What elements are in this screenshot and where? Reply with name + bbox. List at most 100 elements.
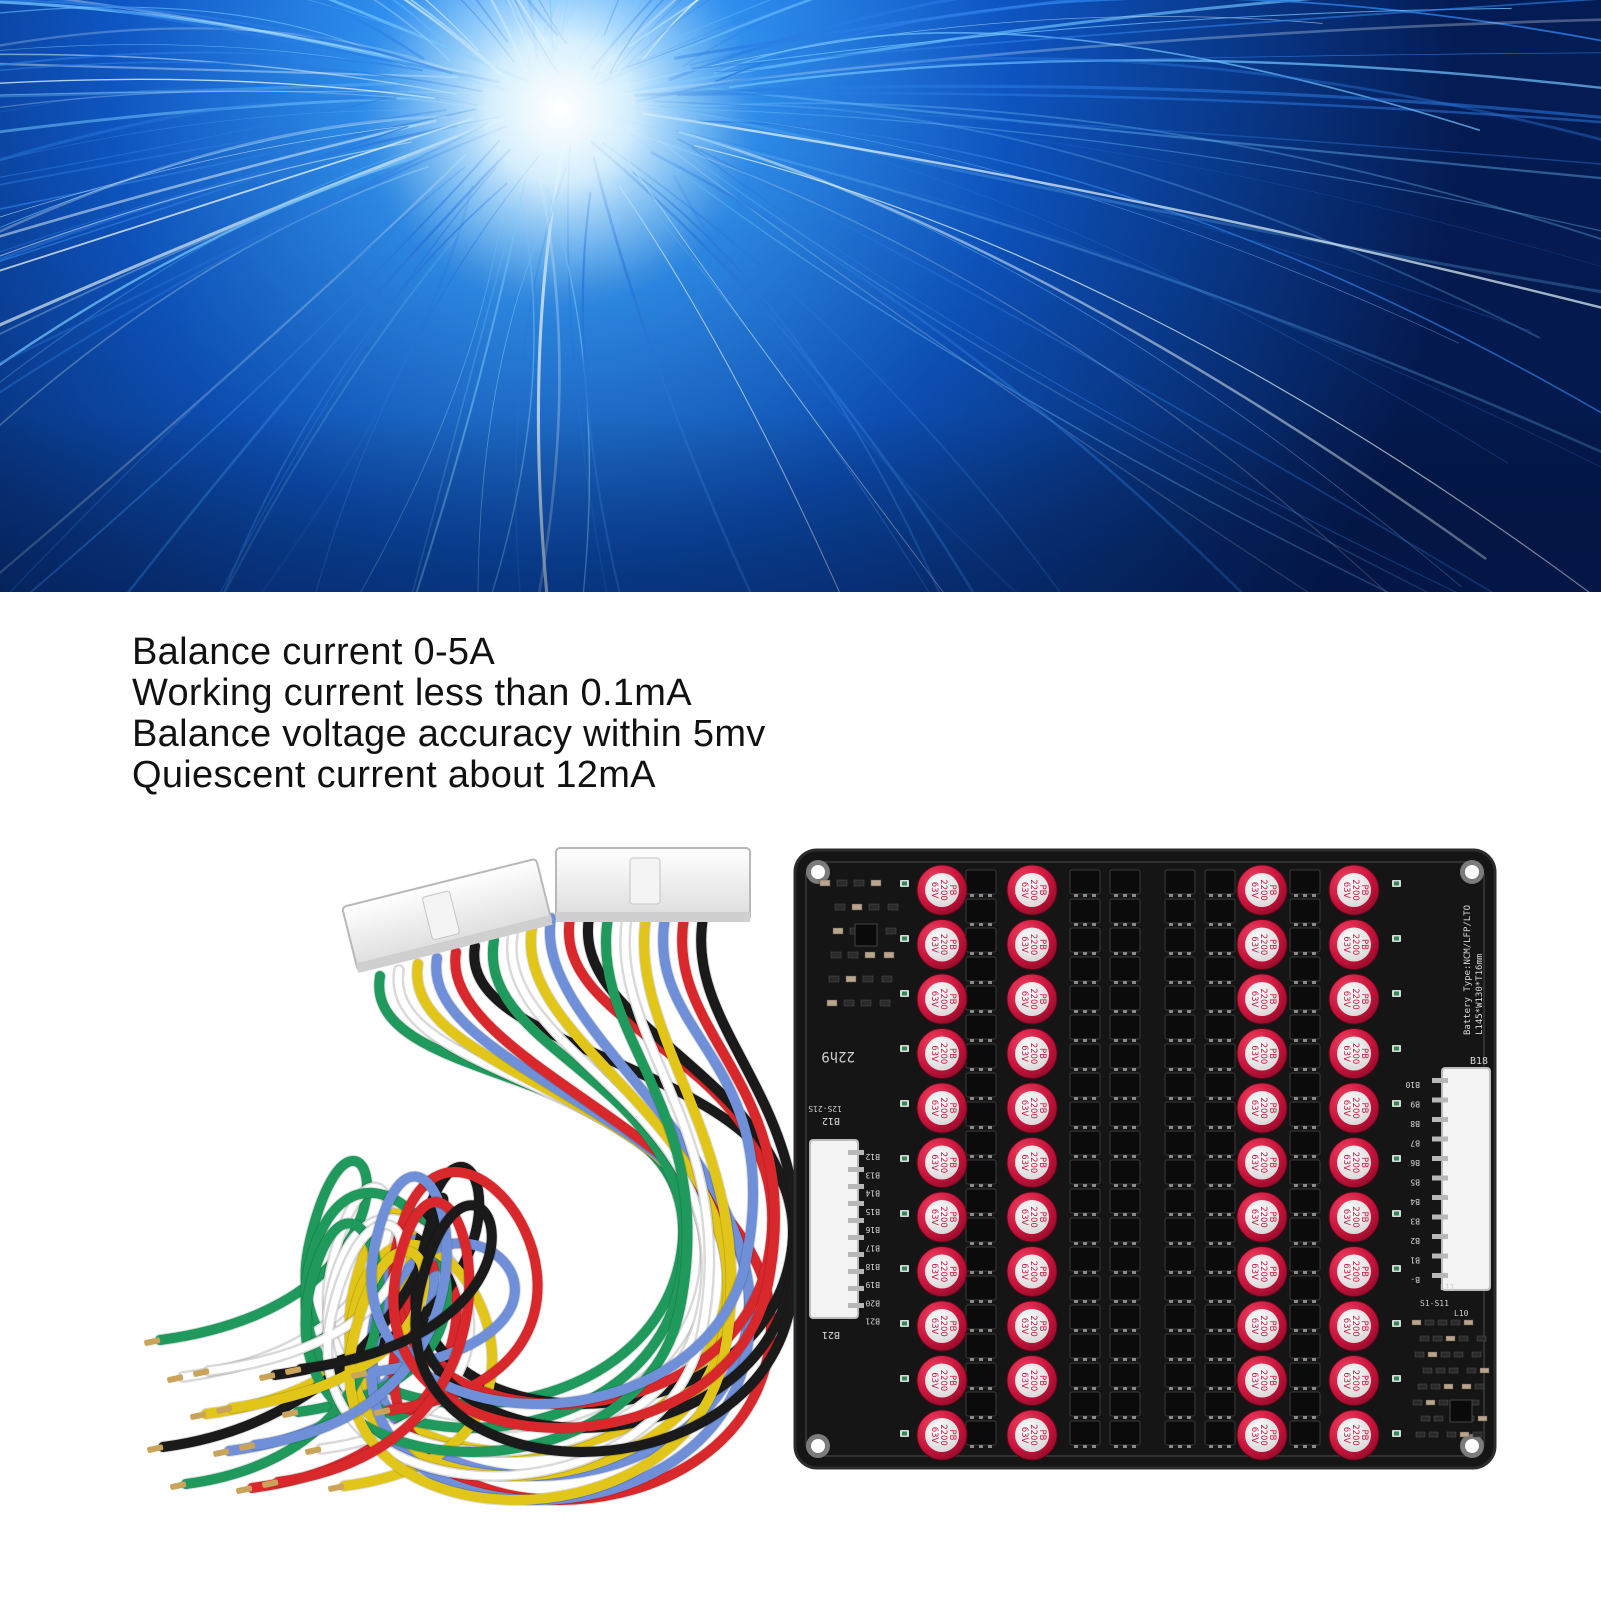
pin-label: B6	[1410, 1158, 1420, 1167]
mosfet-chip	[1110, 1189, 1140, 1213]
capacitor-marking: 2200	[1350, 934, 1360, 956]
chip-pin	[1074, 1126, 1078, 1129]
capacitor-marking: PB	[1037, 1048, 1047, 1059]
chip-pin	[988, 1329, 992, 1332]
capacitor-marking: 63V	[1249, 1318, 1259, 1335]
mosfet-chip	[1165, 1102, 1195, 1126]
chip-pin	[1227, 1329, 1231, 1332]
smd-component	[827, 1000, 837, 1006]
mosfet-chip	[966, 928, 996, 952]
chip-pin	[1187, 1329, 1191, 1332]
connector-pin	[1432, 1137, 1448, 1142]
chip-pin	[1132, 1416, 1136, 1419]
pin-label: B1	[1410, 1256, 1420, 1265]
chip-pin	[1178, 1010, 1182, 1013]
chip-pin	[1209, 1184, 1213, 1187]
capacitor-marking: 2200	[1258, 1315, 1268, 1337]
inductor	[1450, 1400, 1472, 1422]
mosfet-chip	[966, 870, 996, 894]
capacitor-marking: PB	[947, 1430, 957, 1441]
mosfet-chip	[1165, 957, 1195, 981]
mosfet-chip	[1070, 1189, 1100, 1213]
chip-pin	[1294, 1242, 1298, 1245]
chip-pin	[1169, 1358, 1173, 1361]
capacitor-marking: 2200	[1350, 1315, 1360, 1337]
light-speed-banner-image	[0, 0, 1601, 592]
chip-pin	[1303, 894, 1307, 897]
chip-pin	[979, 981, 983, 984]
chip-pin	[1132, 1271, 1136, 1274]
chip-pin	[1187, 1097, 1191, 1100]
spec-balance-voltage-accuracy: Balance voltage accuracy within 5mv	[132, 714, 766, 755]
capacitor-marking: 2200	[1258, 879, 1268, 901]
chip-pin	[1074, 923, 1078, 926]
capacitor-marking: 2200	[1028, 1424, 1038, 1446]
chip-pin	[1169, 981, 1173, 984]
capacitor-marking: 2200	[938, 879, 948, 901]
chip-pin	[1132, 1387, 1136, 1390]
spec-quiescent-current: Quiescent current about 12mA	[132, 755, 766, 796]
capacitor-marking: 2200	[1350, 879, 1360, 901]
connector-pin	[1432, 1156, 1448, 1161]
capacitor-marking: 2200	[1350, 1424, 1360, 1446]
chip-pin	[1209, 1242, 1213, 1245]
smd-component	[886, 928, 896, 934]
chip-pin	[1083, 1445, 1087, 1448]
smd-led-lens	[902, 1102, 907, 1106]
mosfet-chip	[1110, 1044, 1140, 1068]
chip-pin	[1123, 1126, 1127, 1129]
smd-component	[852, 904, 862, 910]
mosfet-chip	[1290, 1334, 1320, 1358]
pin-label: B19	[865, 1280, 880, 1289]
chip-pin	[1169, 1329, 1173, 1332]
chip-pin	[1092, 1300, 1096, 1303]
chip-pin	[1123, 1387, 1127, 1390]
chip-pin	[1083, 1242, 1087, 1245]
capacitor-marking: PB	[1359, 1266, 1369, 1277]
chip-pin	[1178, 1416, 1182, 1419]
chip-pin	[1227, 981, 1231, 984]
capacitor-marking: 63V	[1341, 1263, 1351, 1280]
chip-pin	[1312, 1329, 1316, 1332]
chip-pin	[1312, 1039, 1316, 1042]
smd-component	[846, 976, 856, 982]
capacitor-marking: PB	[1267, 994, 1277, 1005]
board-series-label-right: S1-S11	[1420, 1299, 1449, 1308]
chip-pin	[1074, 1039, 1078, 1042]
capacitor-marking: 63V	[929, 1100, 939, 1117]
chip-pin	[988, 1358, 992, 1361]
chip-pin	[1209, 1329, 1213, 1332]
chip-pin	[1187, 1358, 1191, 1361]
chip-pin	[1303, 1155, 1307, 1158]
mosfet-chip	[1110, 986, 1140, 1010]
smd-component	[1412, 1320, 1421, 1325]
chip-pin	[970, 1329, 974, 1332]
smd-led-lens	[1394, 1267, 1399, 1271]
capacitor-marking: 63V	[929, 1263, 939, 1280]
chip-pin	[1132, 1300, 1136, 1303]
chip-pin	[1303, 1097, 1307, 1100]
smd-component	[820, 880, 830, 886]
chip-pin	[1074, 1416, 1078, 1419]
chip-pin	[1178, 1358, 1182, 1361]
capacitor-marking: PB	[1267, 1321, 1277, 1332]
chip-pin	[1303, 1358, 1307, 1361]
spec-working-current: Working current less than 0.1mA	[132, 673, 766, 714]
smd-component	[1431, 1384, 1440, 1389]
chip-pin	[1169, 1010, 1173, 1013]
chip-pin	[1169, 952, 1173, 955]
chip-pin	[1074, 1155, 1078, 1158]
chip-pin	[1074, 1184, 1078, 1187]
chip-pin	[988, 1242, 992, 1245]
capacitor-marking: 63V	[1341, 1209, 1351, 1226]
mosfet-chip	[1110, 1131, 1140, 1155]
mosfet-chip	[1070, 1392, 1100, 1416]
chip-pin	[1123, 1416, 1127, 1419]
smd-component	[854, 880, 864, 886]
